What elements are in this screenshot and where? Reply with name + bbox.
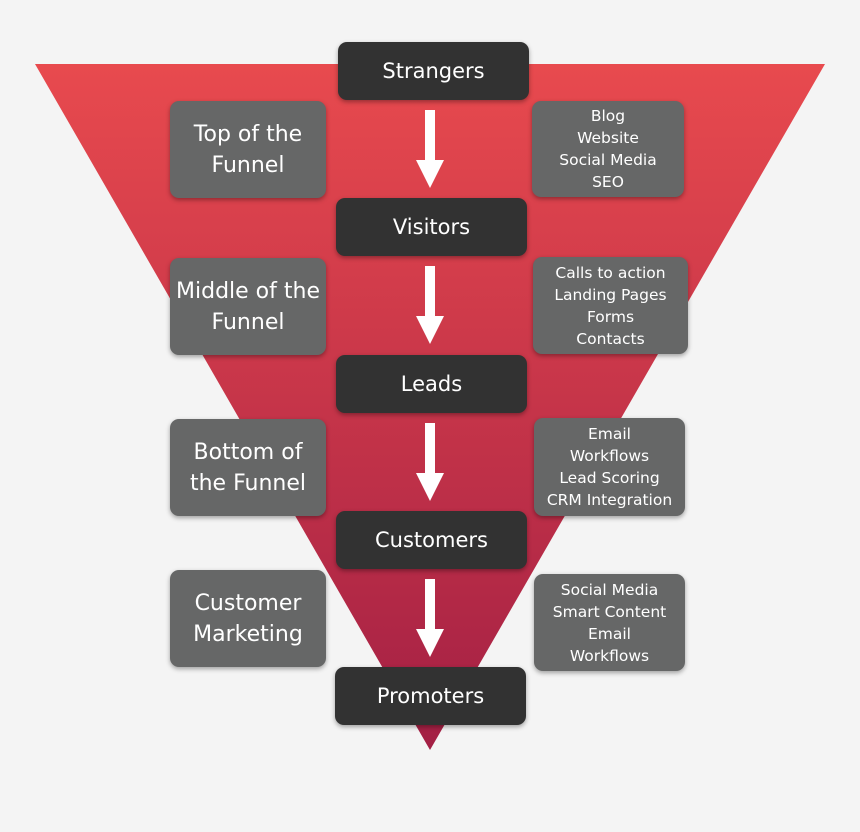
down-arrow (416, 579, 444, 657)
tactic-item: Forms (586, 307, 635, 326)
tactic-item: Email (587, 624, 631, 643)
tactic-item: Smart Content (552, 602, 667, 621)
tactic-item: Website (577, 129, 639, 147)
tactic-item: Landing Pages (554, 285, 667, 304)
stage-leads: Leads (336, 355, 527, 413)
tactic-item: Workflows (569, 447, 650, 465)
label-middle-of-funnel: Middle of the Funnel (170, 258, 326, 355)
tactic-item: Calls to action (555, 263, 666, 282)
down-arrow (416, 266, 444, 344)
tactic-item: Workflows (569, 646, 650, 665)
tactics-box-bottom: Email Workflows Lead Scoring CRM Integra… (534, 418, 685, 516)
tactic-item: Social Media (559, 151, 657, 169)
tactic-item: CRM Integration (546, 491, 673, 509)
tactics-box-top: Blog Website Social Media SEO (532, 101, 684, 197)
stage-visitors: Visitors (336, 198, 527, 256)
tactic-item: Email (587, 425, 631, 443)
tactic-item: Contacts (576, 329, 645, 348)
tactics-box-middle: Calls to action Landing Pages Forms Cont… (533, 257, 688, 354)
tactic-item: SEO (592, 173, 624, 191)
down-arrow (416, 423, 444, 501)
label-bottom-of-funnel: Bottom of the Funnel (170, 419, 326, 516)
tactic-item: Blog (590, 107, 626, 125)
label-customer-marketing: Customer Marketing (170, 570, 326, 667)
stage-strangers: Strangers (338, 42, 529, 100)
tactics-box-customer: Social Media Smart Content Email Workflo… (534, 574, 685, 671)
tactic-item: Social Media (560, 580, 659, 599)
down-arrow (416, 110, 444, 188)
label-top-of-funnel: Top of the Funnel (170, 101, 326, 198)
tactic-item: Lead Scoring (559, 469, 660, 487)
stage-customers: Customers (336, 511, 527, 569)
stage-promoters: Promoters (335, 667, 526, 725)
